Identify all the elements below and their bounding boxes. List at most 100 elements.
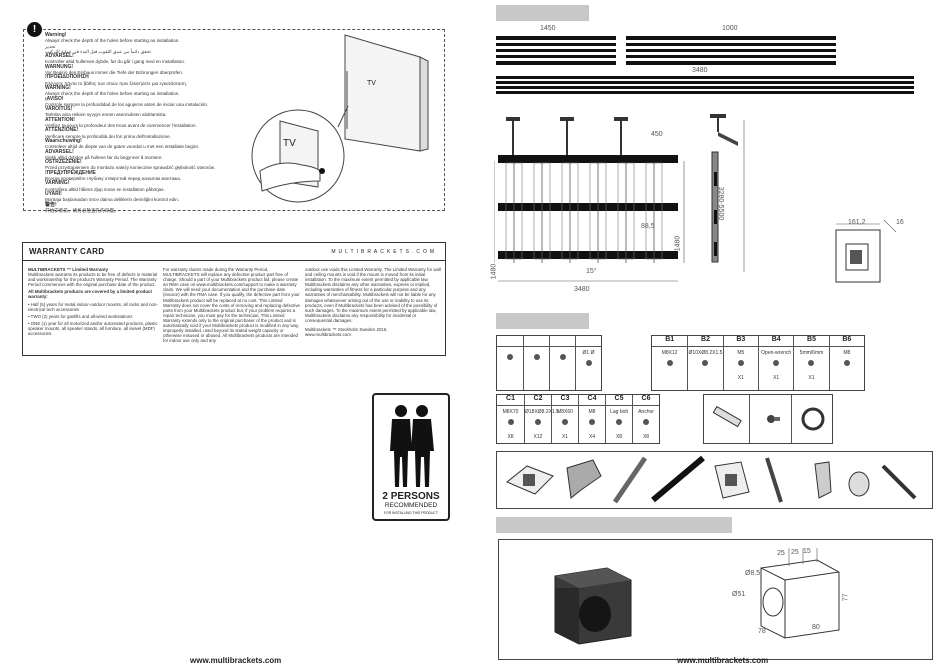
tv-label-zoom: TV (283, 138, 296, 149)
part-code (550, 336, 575, 347)
part-icon (507, 419, 514, 425)
warranty-card: WARRANTY CARD MULTIBRACKETS.COM MULTIBRA… (22, 242, 446, 356)
part-icon (616, 419, 622, 425)
warranty-column-2: For warranty claims made during the Warr… (163, 267, 300, 344)
part-code: B1 (652, 336, 688, 347)
warning-heading: VARNING! (45, 180, 70, 187)
warning-line: Montaja başlamadan önce daima deliklerin… (45, 197, 180, 203)
warning-heading: ATTENZIONE! (45, 127, 79, 134)
box-dim-hole: Ø8.5 (745, 570, 761, 577)
part-quantity: X1 (737, 375, 744, 381)
box-3d-render (554, 548, 840, 645)
warning-heading: OSTRZEŻENIE! (45, 159, 82, 166)
part-code: B4 (759, 336, 794, 347)
array-bottom-dim: 3480 (574, 286, 590, 293)
part-quantity: X1 (808, 375, 815, 381)
rail-long (626, 33, 836, 65)
part-code: C5 (606, 395, 632, 406)
warranty-title: WARRANTY CARD (29, 247, 105, 256)
warning-line: Always check the depth of the holes befo… (45, 38, 180, 44)
warning-heading: Waarschuwing! (45, 137, 82, 144)
components-illustration (506, 455, 917, 504)
part-icon (559, 354, 566, 360)
box-front-drawing (835, 219, 897, 283)
part-code: B6 (829, 336, 864, 347)
part-cell (497, 336, 523, 390)
part-spec: Anchor (638, 409, 654, 415)
warning-line: Vor Beginn des Einbaus immer die Tiefe d… (45, 70, 184, 76)
part-spec: Ø10XØ8.2X1.5 (688, 350, 723, 356)
part-cell (549, 336, 575, 390)
components-strip (496, 451, 933, 509)
box-dim-width: 78 (758, 628, 766, 635)
part-cell: Ø1 Ø (575, 336, 601, 390)
warranty-paragraph-text: • ONE (1) year for all motorized and/or … (28, 320, 158, 337)
part-code: C4 (579, 395, 605, 406)
section-tab-box (496, 517, 732, 533)
warranty-paragraph-text: • Half (5) years for metal indoor-outdoo… (28, 301, 158, 312)
footer-url-left[interactable]: www.multibrackets.com (190, 656, 282, 665)
warning-box (23, 29, 445, 211)
part-code: B3 (723, 336, 758, 347)
warranty-col3-text: outdoor use voids this Limited Warranty.… (305, 267, 441, 323)
warning-line: تحقق دائماً من عمق الثقوب قبل البدء في ع… (45, 48, 151, 54)
array-angle-dim: 15° (586, 268, 597, 275)
box-dim-2: 25 (791, 549, 799, 556)
warning-heading: UYARI! (45, 190, 62, 197)
part-code (497, 336, 523, 347)
warning-line: 开始安装前，请务必检查孔的深度。 (45, 207, 119, 213)
part-code (576, 336, 601, 347)
part-code: C6 (633, 395, 659, 406)
warranty-paragraph-heading: All Multibrackets products are covered b… (28, 289, 152, 300)
mount-array-drawing (494, 117, 685, 282)
warning-line: Przed przystąpieniem do montażu należy k… (45, 165, 216, 171)
footer-url-right[interactable]: www.multibrackets.com (677, 656, 769, 665)
part-icon (843, 360, 850, 366)
warning-heading: WARNING! (45, 84, 71, 91)
part-code: C3 (552, 395, 578, 406)
persons-recommended: RECOMMENDED (384, 502, 438, 509)
persons-icon (390, 405, 434, 487)
part-spec: M8X12 (661, 350, 678, 356)
side-height-dim: 3280-5500 (717, 186, 725, 221)
part-icon (773, 360, 780, 366)
part-icon (589, 419, 595, 425)
array-left-dim: 1480 (490, 263, 498, 280)
warranty-paragraph-text: Multibrackets warrants its products to b… (28, 272, 158, 288)
box-dim-diameter: Ø51 (732, 591, 746, 598)
warning-line: Всегда проверяйте глубину отверстий пере… (45, 176, 182, 182)
warning-icon: ! (27, 22, 42, 37)
side-view-drawing (710, 114, 745, 272)
part-spec: M8 (843, 350, 851, 356)
part-code: B5 (794, 336, 829, 347)
warning-heading: 警告! (45, 201, 57, 208)
warranty-header: WARRANTY CARD MULTIBRACKETS.COM (23, 243, 445, 261)
persons-count: 2 PERSONS (382, 491, 440, 502)
part-code (524, 336, 549, 347)
part-spec: M8X70 (502, 409, 519, 415)
box-width-dim: 161,2 (848, 219, 866, 226)
warning-heading: ADVARSEL! (45, 148, 74, 155)
part-icon (562, 419, 568, 425)
warranty-paragraph: • TWO (2) years for gaslifts and all-wir… (28, 314, 160, 319)
warranty-paragraph: • ONE (1) year for all motorized and/or … (28, 321, 160, 336)
warranty-paragraph: All Multibrackets products are covered b… (28, 289, 160, 299)
warning-heading: Warning! (45, 32, 67, 38)
warning-line: Sjekk alltid dybden på hullene før du be… (45, 154, 163, 160)
warning-line: Always check the depth of the holes befo… (45, 91, 180, 97)
array-right-dim: 1480 (674, 235, 682, 252)
warning-heading: !ПРЕДУПРЕЖДЕНИЕ (45, 169, 96, 176)
part-spec: Ø1 Ø (582, 350, 595, 356)
warranty-paragraph: • Half (5) years for metal indoor-outdoo… (28, 302, 160, 312)
warning-line: Kontroller altid hullernes dybde, før du… (45, 59, 186, 65)
part-icon (702, 360, 709, 366)
tv-label: TV (367, 80, 376, 87)
